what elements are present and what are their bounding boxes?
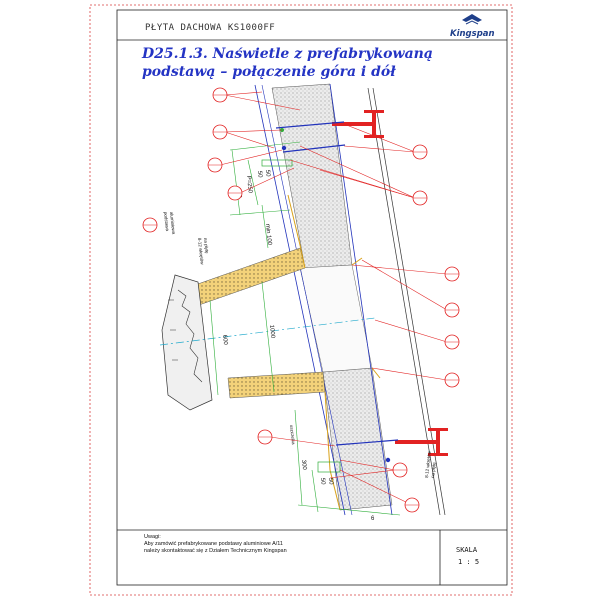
purlin-top xyxy=(332,110,384,138)
section-drawing: P≈250 50 50 100 min 100 600 1000 300 50 … xyxy=(159,83,448,522)
lower-upstand xyxy=(227,371,326,399)
dimensions-upper xyxy=(229,141,301,249)
drawing-title-line2: podstawą – połączenie góra i dół xyxy=(142,64,396,80)
top-flashing xyxy=(287,194,306,269)
notes-line1: Aby zamówić prefabrykowane podstawy alum… xyxy=(144,541,283,547)
dim-bottom-a: 300 xyxy=(300,460,307,471)
pad-label: uszczelka xyxy=(289,425,296,446)
dimensions-bottom xyxy=(294,409,401,516)
dim-mid-left: 600 xyxy=(221,335,228,346)
dim-bottom-c: 50 xyxy=(327,478,334,486)
dim-top-spacing: P≈250 xyxy=(245,176,253,194)
notes-line2: należy skontaktować się z Działem Techni… xyxy=(144,548,287,554)
inner-frame xyxy=(116,9,508,586)
bottom-flashing xyxy=(324,391,341,511)
dim-mid-main: 1000 xyxy=(268,325,275,340)
notes-heading: Uwagi: xyxy=(144,534,161,540)
dim-top-b: 50 xyxy=(264,170,271,178)
callouts xyxy=(219,91,448,506)
fasteners-bottom xyxy=(317,439,399,473)
outer-frame xyxy=(89,4,513,596)
drawing-title-line1: D25.1.3. Naświetle z prefabrykowaną xyxy=(141,46,433,62)
upper-upstand xyxy=(194,247,306,306)
dimensions-mid xyxy=(209,281,275,396)
screws-top-line2: na płytę xyxy=(203,238,210,255)
dim-top-a: 50 xyxy=(256,171,263,179)
lower-panel xyxy=(322,367,393,511)
dim-bottom-d: 6 xyxy=(371,516,375,522)
drawing-scale: 1 : 5 xyxy=(458,558,479,566)
callout-bubbles xyxy=(142,87,460,513)
svg-text:Kingspan: Kingspan xyxy=(450,29,495,39)
product-title: PŁYTA DACHOWA KS1000FF xyxy=(145,23,275,33)
sheet-label: SKALA xyxy=(456,546,478,554)
side-label-line2: aluminiowa xyxy=(169,212,176,235)
aluminium-base xyxy=(161,274,213,411)
dim-top-min: min 100 xyxy=(264,224,272,247)
fasteners-top xyxy=(261,121,346,167)
screws-bottom-line2: na płytę xyxy=(430,461,437,478)
blue-line-1 xyxy=(254,84,346,516)
dim-bottom-b: 50 xyxy=(319,478,326,486)
side-label-line1: podstawa xyxy=(163,212,170,232)
screws-top-line1: 8-12 wkrętów xyxy=(197,238,205,266)
purlin-bottom xyxy=(395,428,448,456)
screws-bottom-line1: 8-12 wkrętów xyxy=(424,450,432,478)
kingspan-logo: Kingspan xyxy=(450,14,495,39)
